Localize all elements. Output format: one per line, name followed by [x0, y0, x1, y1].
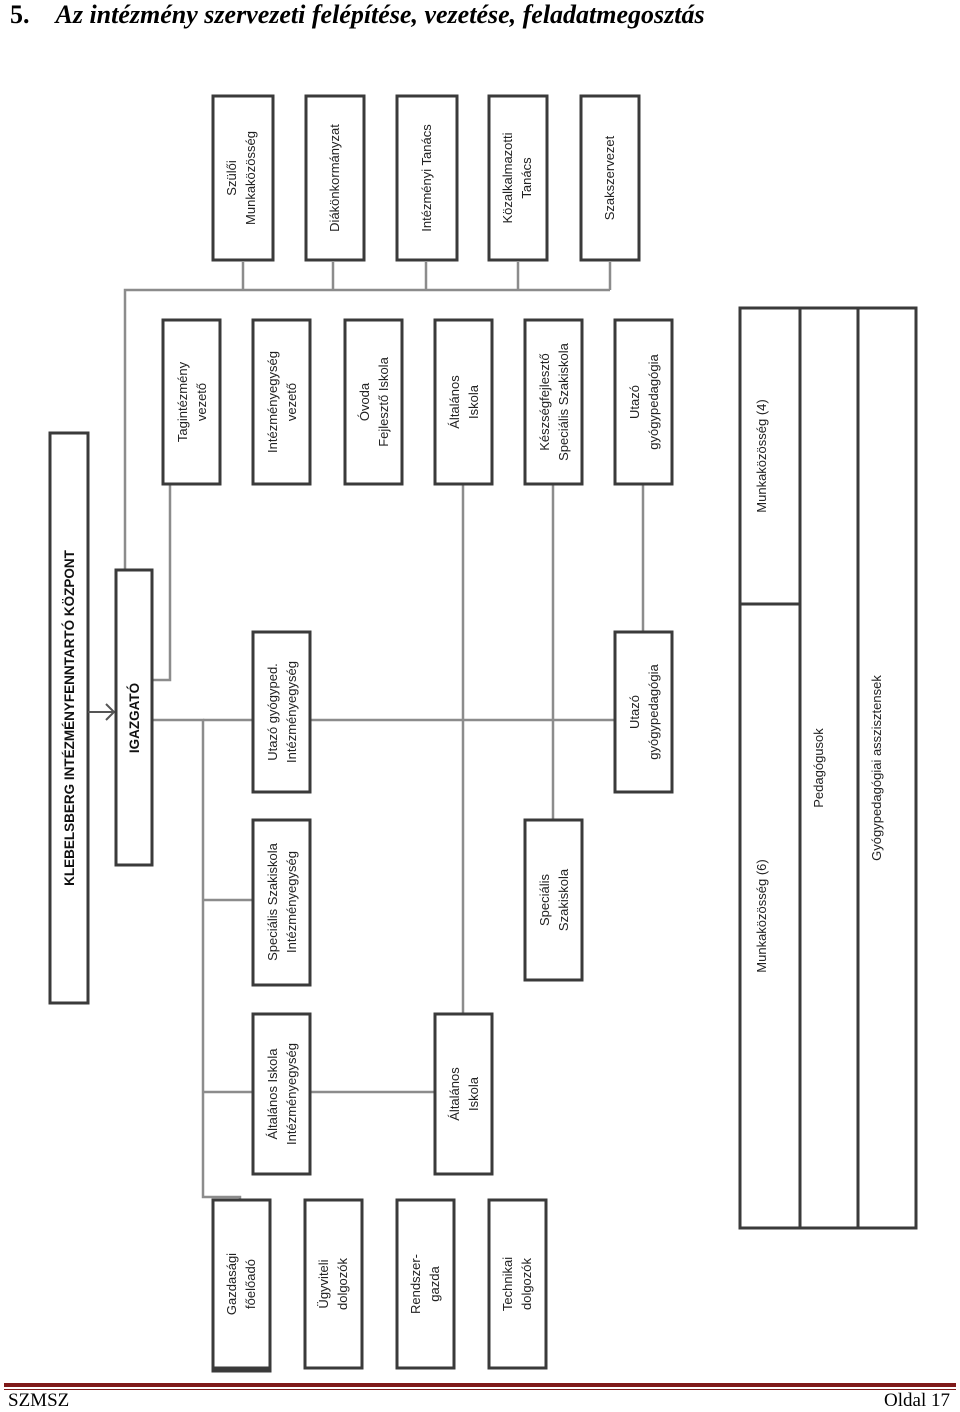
unit-box-primary-2: Intézményegység [284, 1043, 299, 1145]
footer-rule-thin [4, 1389, 956, 1390]
staff-box-finance-1: Gazdasági [224, 1253, 239, 1315]
council-box-parents-1: Szülői [224, 160, 239, 196]
leader-box-primary-2: Iskola [466, 384, 481, 419]
leader-box-member-1: Tagintézmény [175, 361, 190, 442]
arrow-right-icon [88, 703, 116, 721]
leader-box-member-2: vezető [194, 383, 209, 421]
work-group-block [738, 306, 918, 1230]
subunit-box-primary-2: Iskola [466, 1076, 481, 1111]
work-group-4-label: Munkaközösség (4) [754, 399, 769, 512]
top-authority-box [48, 431, 90, 1005]
council-box-union: Szakszervezet [602, 135, 617, 220]
subunit-boxes [433, 630, 674, 1176]
unit-box-travel-1: Utazó gyógyped. [265, 663, 280, 761]
section-title: Az intézmény szervezeti felépítése, veze… [55, 0, 705, 29]
unit-boxes [251, 630, 312, 1176]
assistants-label: Gyógypedagógiai asszisztensek [869, 675, 884, 861]
council-box-parents-2: Munkaközösség [243, 131, 258, 225]
staff-box-technical-2: dolgozók [519, 1257, 534, 1310]
staff-box-finance-2: főelőadó [243, 1259, 258, 1309]
section-number: 5. [10, 0, 30, 29]
leader-box-skills-2: Speciális Szakiskola [556, 342, 571, 461]
council-boxes [211, 94, 641, 262]
staff-box-sysadmin-2: gazda [427, 1266, 442, 1302]
director-box [114, 568, 154, 867]
subunit-box-special-2: Szakiskola [556, 868, 571, 931]
leader-box-travel-2: gyógypedagógia [646, 354, 661, 450]
council-box-employees-2: Tanács [519, 157, 534, 199]
staff-box-admin-1: Ügyviteli [316, 1259, 331, 1308]
subunit-box-travel-1: Utazó [627, 695, 642, 729]
footer-doc-name: SZMSZ [8, 1390, 70, 1411]
subunit-box-primary-1: Általános [447, 1067, 462, 1121]
director-label: IGAZGATÓ [127, 683, 142, 753]
leader-box-kindergarten-2: Fejlesztő Iskola [376, 356, 391, 446]
staff-box-admin-2: dolgozók [335, 1257, 350, 1310]
subunit-box-travel-2: gyógypedagógia [646, 664, 661, 760]
unit-box-special-1: Speciális Szakiskola [265, 842, 280, 961]
footer-rule-thick [4, 1383, 956, 1387]
leader-box-skills-1: Készségfejlesztő [537, 353, 552, 451]
leader-box-primary-1: Általános [447, 375, 462, 429]
unit-box-primary-1: Általános Iskola [265, 1048, 280, 1140]
subunit-box-special-1: Speciális [537, 873, 552, 926]
council-box-employees-1: Közalkalmazotti [500, 132, 515, 223]
footer-page-number: Oldal 17 [884, 1390, 950, 1411]
staff-box-technical-1: Technikai [500, 1257, 515, 1311]
teachers-label: Pedagógusok [811, 728, 826, 808]
unit-box-travel-2: Intézményegység [284, 661, 299, 763]
leader-box-kindergarten-1: Óvoda [357, 382, 372, 421]
staff-box-sysadmin-1: Rendszer- [408, 1254, 423, 1314]
council-box-students: Diákönkormányzat [327, 124, 342, 232]
section-heading: 5. Az intézmény szervezeti felépítése, ve… [10, 0, 705, 30]
council-box-institutional: Intézményi Tanács [419, 124, 434, 232]
top-authority-label: KLEBELSBERG INTÉZMÉNYFENNTARTÓ KÖZPONT [62, 549, 77, 886]
leader-box-travel-1: Utazó [627, 385, 642, 419]
staff-box-group [211, 1198, 548, 1370]
staff-box-frames [211, 1368, 272, 1373]
leader-boxes [161, 318, 674, 486]
unit-box-special-2: Intézményegység [284, 851, 299, 953]
leader-box-unit-2: vezető [284, 383, 299, 421]
leader-box-unit-1: Intézményegység [265, 351, 280, 453]
work-group-6-label: Munkaközösség (6) [754, 859, 769, 972]
